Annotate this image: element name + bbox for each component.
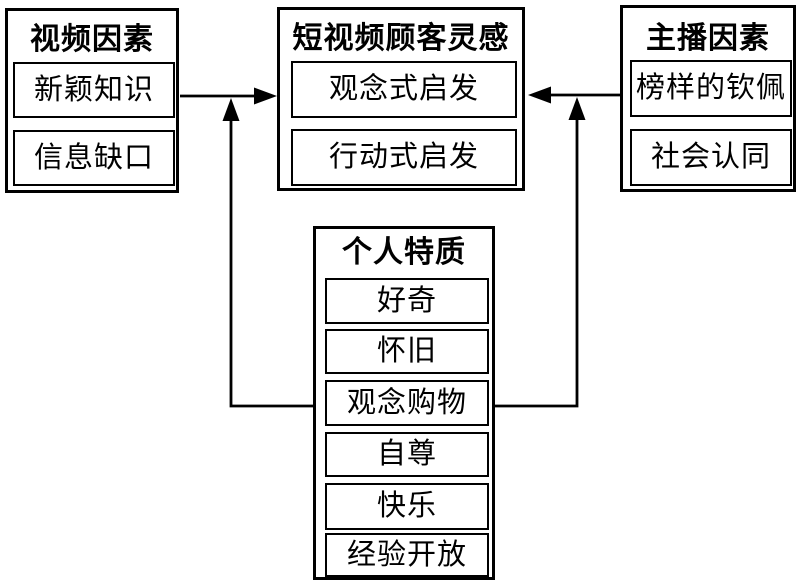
customer-inspiration-box: 短视频顾客灵感 观念式启发 行动式启发 xyxy=(277,7,525,191)
video-factors-box: 视频因素 新颖知识 信息缺口 xyxy=(5,8,179,193)
personal-traits-item-curiosity: 好奇 xyxy=(325,278,489,324)
video-factors-title: 视频因素 xyxy=(30,23,154,56)
arrowhead-left-icon xyxy=(528,86,551,104)
personal-traits-item-idea-shopping: 观念购物 xyxy=(325,380,489,426)
arrowhead-right-icon xyxy=(254,87,277,105)
arrow-anchor-to-inspiration xyxy=(528,86,620,104)
personal-traits-item-self-esteem: 自尊 xyxy=(325,432,489,477)
anchor-factors-box: 主播因素 榜样的钦佩 社会认同 xyxy=(620,5,796,192)
personal-traits-item-nostalgia: 怀旧 xyxy=(325,329,489,374)
inspiration-item-idea-inspired: 观念式启发 xyxy=(291,61,517,118)
personal-traits-item-openness: 经验开放 xyxy=(325,533,489,577)
inspiration-item-action-inspired: 行动式启发 xyxy=(291,129,517,186)
personal-traits-title: 个人特质 xyxy=(342,236,466,269)
arrow-video-to-inspiration xyxy=(180,87,277,105)
video-factors-item-novel-knowledge: 新颖知识 xyxy=(13,62,175,118)
personal-traits-item-happiness: 快乐 xyxy=(325,483,489,530)
arrowhead-up-icon xyxy=(222,98,240,121)
video-factors-item-information-gap: 信息缺口 xyxy=(13,130,175,186)
arrowhead-up-icon xyxy=(568,97,586,120)
anchor-factors-item-role-model-admiration: 榜样的钦佩 xyxy=(630,60,792,117)
anchor-factors-item-social-identity: 社会认同 xyxy=(630,129,792,186)
customer-inspiration-title: 短视频顾客灵感 xyxy=(292,22,510,55)
anchor-factors-title: 主播因素 xyxy=(646,22,770,55)
personal-traits-box: 个人特质 好奇 怀旧 观念购物 自尊 快乐 经验开放 xyxy=(313,226,495,580)
